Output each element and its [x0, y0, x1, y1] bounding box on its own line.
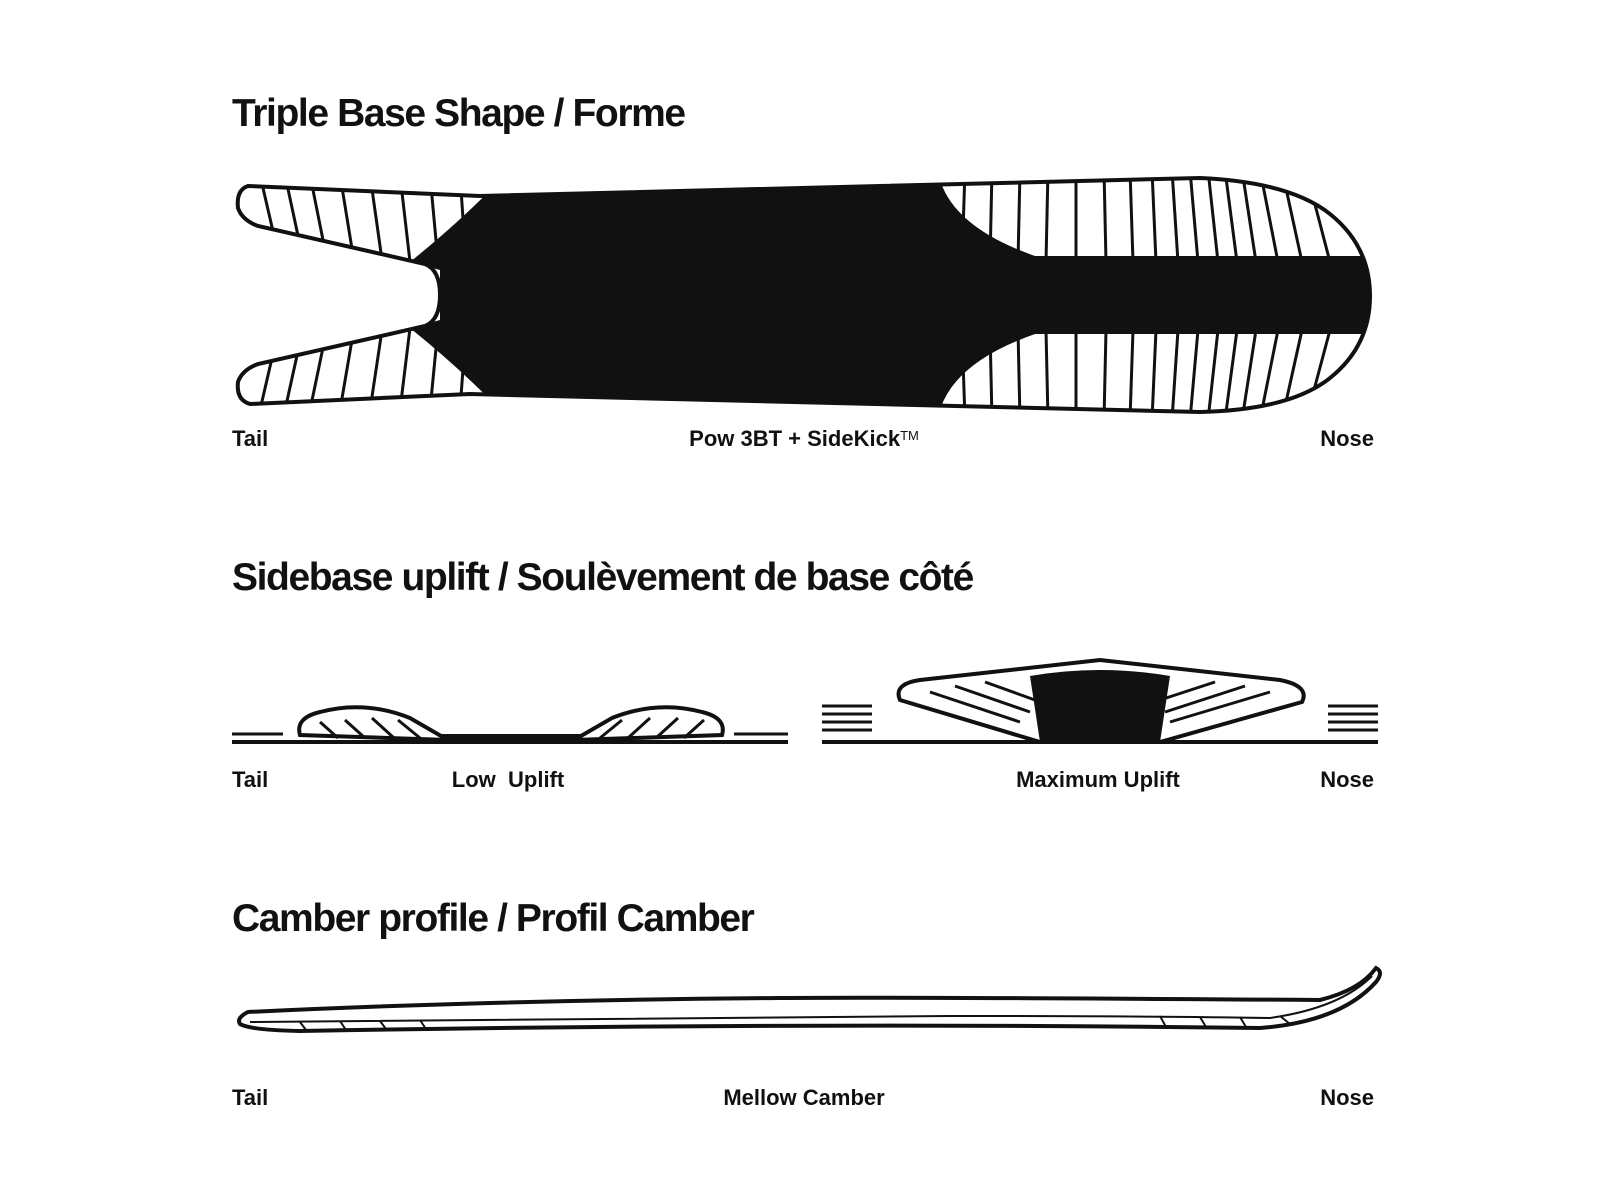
camber-center-label: Mellow Camber	[723, 1085, 885, 1110]
base-shape-name: Pow 3BT + SideKick	[689, 426, 901, 451]
camber-nose-label: Nose	[1320, 1085, 1374, 1110]
base-shape-tail-label: Tail	[232, 426, 269, 451]
camber-tail-label: Tail	[232, 1085, 269, 1110]
base-shape-title: Triple Base Shape / Forme	[232, 92, 686, 135]
uplift-tail-label: Tail	[232, 767, 269, 792]
low-uplift-base	[440, 734, 580, 742]
uplift-title: Sidebase uplift / Soulèvement de base cô…	[232, 556, 974, 599]
base-shape-center-label: Pow 3BT + SideKickTM	[689, 426, 919, 452]
stack-lines-right	[1328, 704, 1378, 732]
uplift-nose-label: Nose	[1320, 767, 1374, 792]
low-uplift-left-wing	[297, 705, 450, 742]
maximum-uplift-diagram	[822, 657, 1378, 744]
trademark-mark: TM	[900, 428, 919, 443]
low-uplift-diagram	[232, 705, 788, 744]
board-outline-stroke	[235, 175, 1373, 415]
low-uplift-right-wing	[572, 705, 725, 742]
maximum-uplift-base	[1030, 670, 1170, 742]
base-shape-nose-label: Nose	[1320, 426, 1374, 451]
camber-profile-diagram	[237, 965, 1382, 1034]
low-uplift-label: Low Uplift	[451, 767, 565, 792]
base-fill	[410, 180, 1371, 410]
stack-lines-left	[822, 704, 872, 732]
camber-title: Camber profile / Profil Camber	[232, 897, 755, 940]
maximum-uplift-label: Maximum Uplift	[1016, 767, 1180, 792]
board-outline	[237, 178, 1371, 412]
